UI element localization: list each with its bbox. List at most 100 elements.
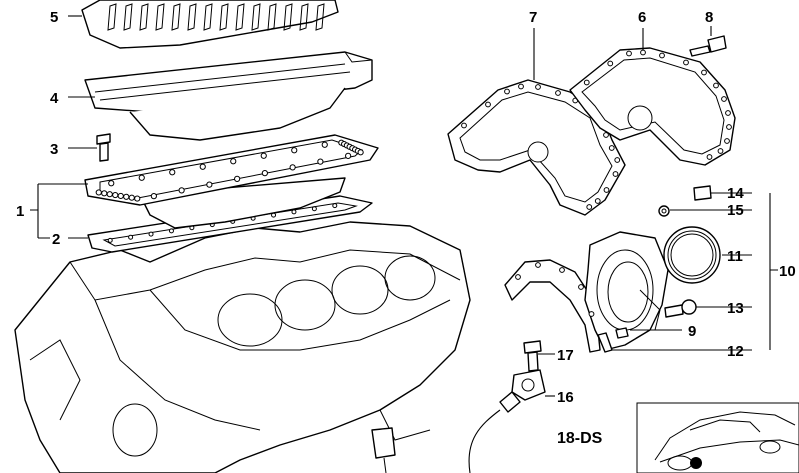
callout-16: 16: [557, 389, 574, 406]
rear-main-seal-cover: [504, 231, 669, 353]
timing-cover-gasket-7: [447, 79, 626, 216]
bolt-hole: [535, 262, 541, 268]
bolt-hole: [128, 194, 135, 201]
bolt-hole: [586, 204, 593, 210]
bolt-17: [523, 340, 542, 372]
bolt-hole: [128, 234, 134, 240]
bolt-hole: [291, 147, 298, 154]
bolt-hole: [150, 193, 157, 200]
bolt-hole: [112, 191, 119, 199]
bolt-hole: [357, 149, 364, 156]
bolt-hole: [261, 170, 268, 177]
baffle-rib: [187, 3, 197, 31]
bolt-hole: [345, 152, 352, 159]
callout-3: 3: [50, 141, 58, 158]
baffle-rib: [155, 3, 165, 31]
baffle-rib: [171, 3, 181, 31]
bolt-hole: [101, 190, 108, 197]
callout-12: 12: [727, 343, 744, 360]
oil-pan-upper: [84, 51, 373, 141]
callout-7: 7: [529, 9, 537, 26]
bolt-hole: [701, 69, 707, 76]
bolt-hole: [640, 49, 646, 56]
bolt-14: [693, 185, 712, 201]
bolt-hole: [138, 174, 145, 181]
bolt-hole: [603, 132, 609, 138]
oil-pan-lower: [84, 134, 379, 229]
callout-5: 5: [50, 9, 58, 26]
bolt-hole: [134, 195, 141, 202]
baffle-rib: [219, 3, 229, 31]
timing-cover-gasket-6: [569, 47, 736, 166]
location-marker-dot: [690, 457, 702, 469]
callout-10: 10: [779, 263, 796, 280]
bolt-hole: [724, 138, 730, 144]
bolt-hole: [713, 82, 719, 89]
bolt-hole: [321, 141, 328, 148]
callout-6: 6: [638, 9, 646, 26]
bolt-hole: [721, 96, 727, 102]
bolt-hole: [578, 284, 584, 290]
washer-15: [658, 205, 670, 217]
bolt-hole: [95, 189, 102, 196]
bolt-8: [689, 35, 727, 57]
callout-17: 17: [557, 347, 574, 364]
baffle-rib: [283, 3, 293, 31]
callout-15: 15: [727, 202, 744, 219]
bolt-hole: [555, 90, 561, 96]
bolt-hole: [107, 237, 113, 243]
bolt-hole: [117, 192, 124, 200]
bolt-hole: [332, 203, 338, 209]
callout-14: 14: [727, 185, 744, 202]
baffle-rib: [299, 3, 309, 31]
oil-pan-gasket: [87, 195, 373, 253]
callout-9: 9: [688, 323, 696, 340]
diagram-code: 18-DS: [557, 430, 603, 447]
bolt-hole: [234, 175, 241, 182]
bolt-hole: [461, 122, 467, 129]
bolt-hole: [169, 169, 176, 176]
bolt-hole: [706, 154, 713, 160]
bolt-hole: [583, 79, 590, 86]
bolt-hole: [588, 311, 595, 317]
bolt-hole: [614, 157, 621, 163]
baffle-plate: [81, 0, 339, 49]
dowel-9: [615, 327, 629, 339]
bolt-hole: [659, 52, 665, 59]
bolt-hole: [726, 124, 732, 130]
bolt-hole: [607, 60, 614, 67]
callout-4: 4: [50, 90, 59, 107]
bolt-hole: [518, 83, 524, 90]
baffle-rib: [123, 3, 133, 31]
baffle-rib: [235, 3, 245, 31]
bolt-13: [664, 299, 697, 318]
baffle-rib: [315, 3, 325, 31]
bolt-hole: [289, 164, 296, 171]
vehicle-locator-thumbnail: [636, 402, 799, 473]
baffle-rib: [139, 3, 149, 31]
knock-sensor: [468, 369, 546, 473]
bolt-hole: [594, 198, 601, 204]
callout-2: 2: [52, 231, 60, 248]
bolt-hole: [626, 50, 632, 57]
bolt-hole: [230, 158, 237, 165]
baffle-rib: [107, 3, 117, 31]
bolt-hole: [683, 59, 689, 66]
bolt-hole: [291, 209, 297, 215]
callout-1: 1: [16, 203, 24, 220]
bolt-hole: [108, 180, 115, 187]
bolt-hole: [559, 267, 565, 273]
bolt-hole: [317, 158, 324, 165]
callout-8: 8: [705, 9, 713, 26]
bolt-hole: [485, 101, 491, 108]
bolt-hole: [504, 88, 510, 95]
callout-13: 13: [727, 300, 744, 317]
baffle-rib: [267, 3, 277, 31]
bolt-hole: [206, 181, 213, 188]
bolt-hole: [717, 148, 724, 154]
bolt-hole: [199, 163, 206, 170]
baffle-rib: [251, 3, 261, 31]
bolt-hole: [123, 193, 130, 200]
engine-block: [14, 221, 471, 473]
